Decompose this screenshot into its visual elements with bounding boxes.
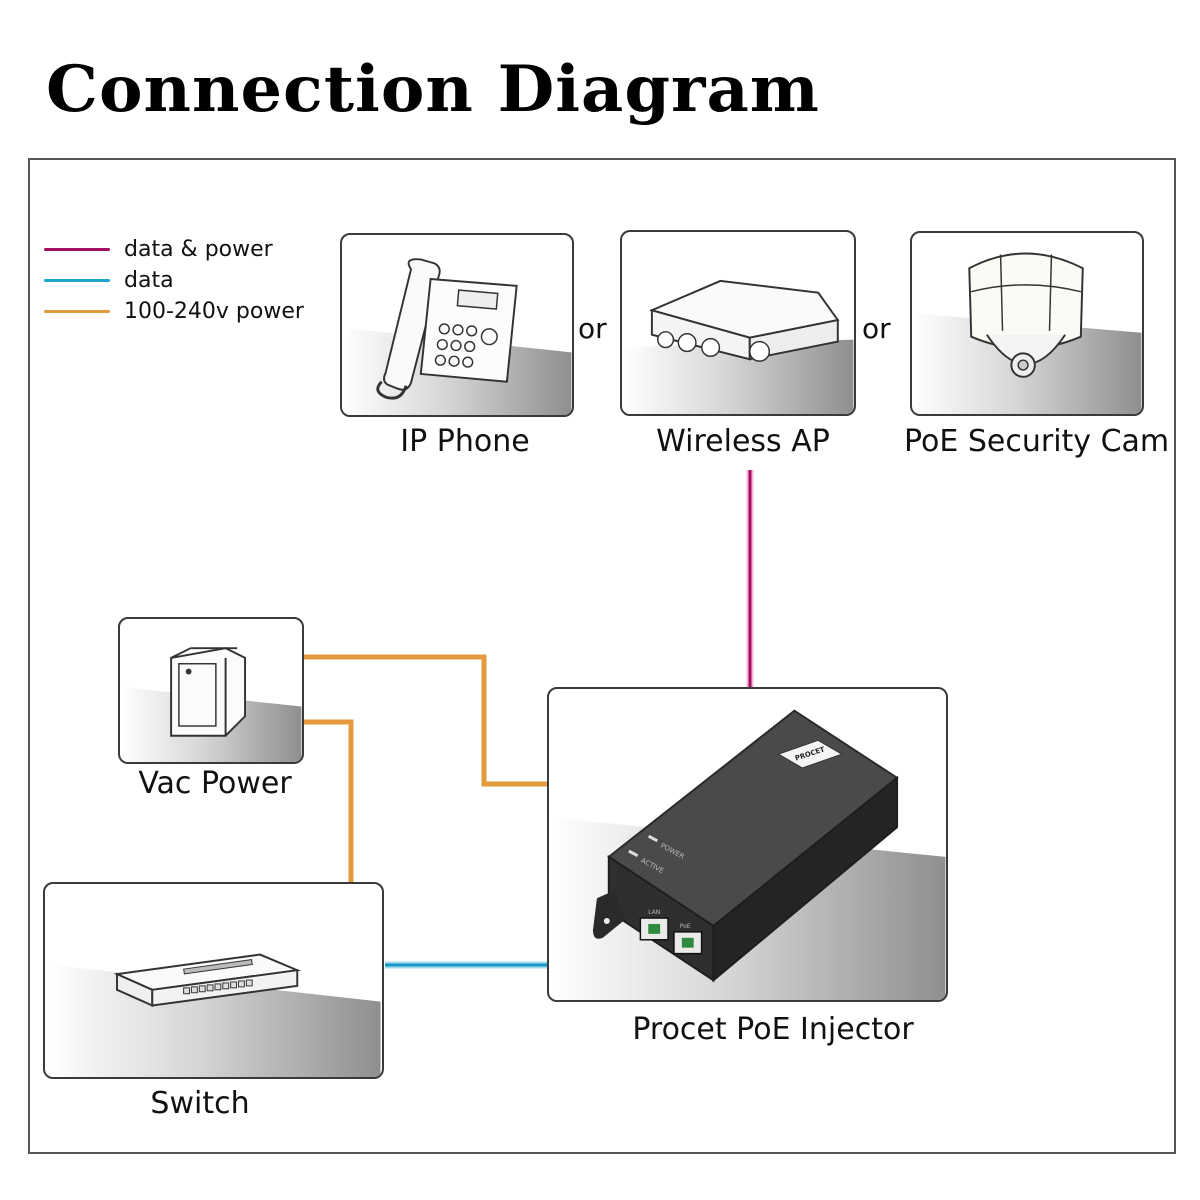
legend-label: data & power bbox=[124, 237, 273, 262]
security-camera-icon bbox=[912, 252, 1142, 414]
device-label-vac-power: Vac Power bbox=[138, 766, 292, 801]
legend-label: data bbox=[124, 268, 174, 293]
device-label-poe-injector: Procet PoE Injector bbox=[632, 1012, 914, 1047]
legend: data & power data 100-240v power bbox=[44, 234, 304, 327]
legend-swatch-ac-power bbox=[44, 310, 110, 313]
port-label-poe: PoE bbox=[680, 924, 691, 930]
device-label-security-cam: PoE Security Cam bbox=[904, 424, 1170, 459]
power-supply-icon bbox=[120, 647, 302, 762]
device-label-switch: Switch bbox=[150, 1086, 250, 1121]
page-title: Connection Diagram bbox=[46, 52, 820, 127]
diagram-frame bbox=[28, 158, 1176, 1154]
device-switch bbox=[43, 882, 384, 1079]
separator-or: or bbox=[578, 312, 607, 345]
legend-item-data-power: data & power bbox=[44, 234, 304, 265]
separator-or: or bbox=[862, 312, 891, 345]
legend-item-data: data bbox=[44, 265, 304, 296]
wireless-ap-icon bbox=[622, 279, 854, 414]
ip-phone-icon bbox=[342, 258, 572, 415]
device-label-ip-phone: IP Phone bbox=[400, 424, 530, 459]
device-vac-power bbox=[118, 617, 304, 764]
port-label-lan: LAN bbox=[648, 910, 660, 916]
device-poe-injector: PROCET POWER ACTIVE LAN PoE bbox=[547, 687, 948, 1002]
device-ip-phone bbox=[340, 233, 574, 417]
network-switch-icon bbox=[46, 953, 381, 1077]
legend-label: 100-240v power bbox=[124, 299, 304, 324]
device-label-wireless-ap: Wireless AP bbox=[656, 424, 830, 459]
poe-injector-icon: PROCET POWER ACTIVE LAN PoE bbox=[549, 709, 946, 1000]
legend-swatch-data-power bbox=[44, 248, 110, 251]
device-security-cam bbox=[910, 231, 1144, 416]
device-wireless-ap bbox=[620, 230, 856, 416]
legend-item-ac-power: 100-240v power bbox=[44, 296, 304, 327]
legend-swatch-data bbox=[44, 279, 110, 282]
